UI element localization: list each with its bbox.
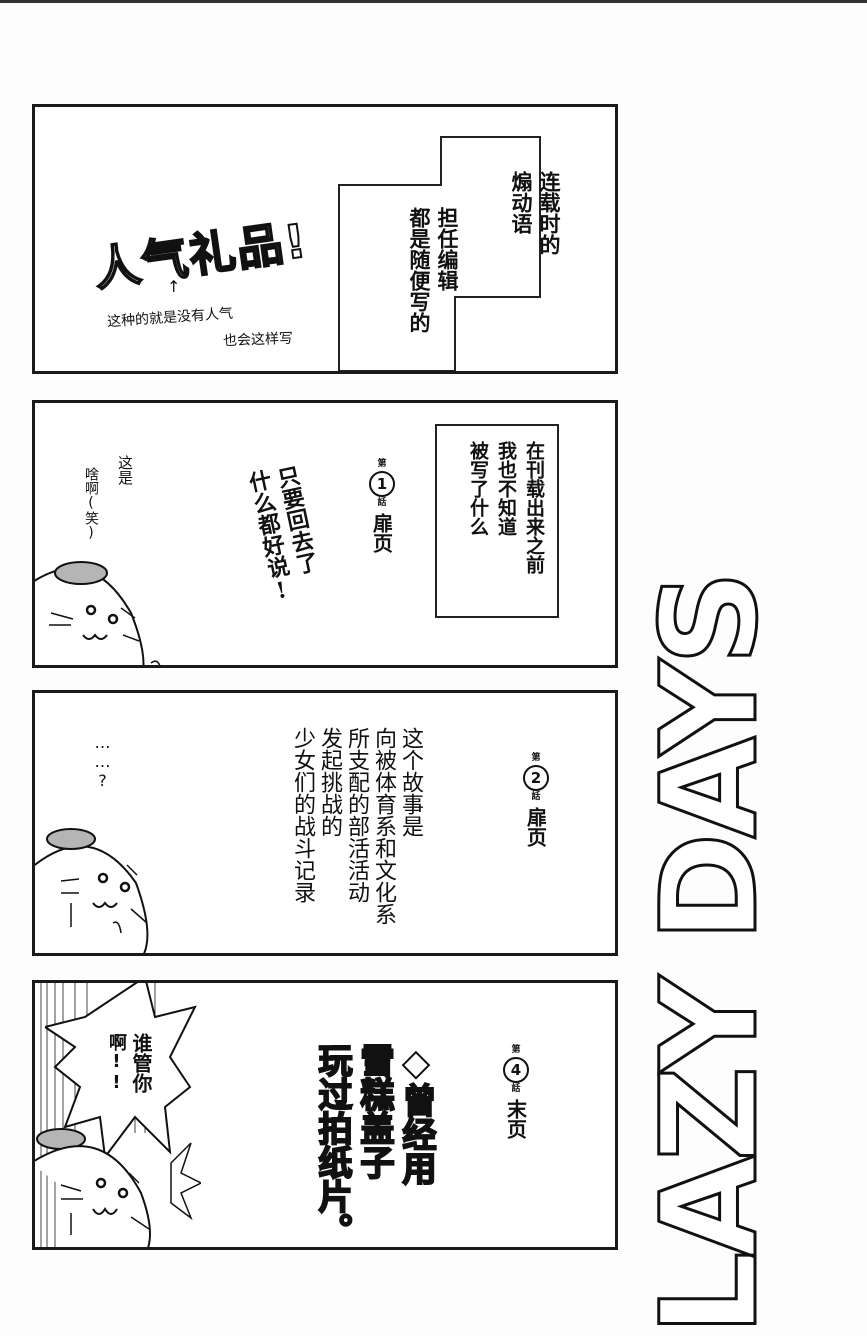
story-text-col-1: 这个故事是	[398, 727, 423, 837]
panel-3: 第 2 話 扉页 这个故事是 向被体育系和文化系 所支配的部活活动 发起挑战的 …	[32, 690, 618, 956]
chapter-prefix: 第	[511, 1045, 521, 1055]
panel-2: 在刊载出来之前 我也不知道 被写了什么 第 1 話 扉页 只要回去了 什么都好说…	[32, 400, 618, 668]
chapter-kind: 扉页	[523, 807, 548, 847]
caption-col-1: 在刊载出来之前	[523, 441, 545, 574]
chapter-4-label: 第 4 話 末页	[487, 1045, 545, 1139]
spiky-speech-bubble	[45, 983, 197, 1160]
big-title-popular-gift: 人气礼品!	[90, 212, 312, 297]
chapter-suffix: 話	[377, 498, 387, 508]
lazy-days-logo: LAZY DAYS	[632, 575, 789, 1336]
chapter-2-label: 第 2 話 扉页	[507, 753, 565, 847]
handwritten-note-line2: 也会这样写	[222, 330, 294, 350]
chapter-number-circle: 1	[369, 471, 395, 497]
chapter-suffix: 話	[511, 1084, 521, 1094]
chapter-kind: 末页	[503, 1099, 528, 1139]
chapter-number-circle: 4	[503, 1057, 529, 1083]
chapter-1-label: 第 1 話 扉页	[353, 459, 411, 553]
caption-col-2: 我也不知道	[495, 441, 517, 536]
caption-col-3: 被写了什么	[467, 441, 489, 536]
bubble-text-col-1: 谁管你	[129, 1033, 153, 1093]
chapter-kind: 扉页	[369, 513, 394, 553]
lazy-days-logo-text: LAZY DAYS	[632, 575, 789, 1336]
chapter-prefix: 第	[377, 459, 387, 469]
slogan-col-2: 雪糕盖子	[353, 1042, 395, 1180]
caption-col-2: 煽动语	[509, 171, 533, 234]
story-text-col-2: 向被体育系和文化系	[371, 727, 396, 925]
chapter-prefix: 第	[531, 753, 541, 763]
panel-1: 人气礼品! ↑ 这种的就是没有人气 也会这样写 连载时的 煽动语 担任编辑 都是…	[32, 104, 618, 374]
caption-col-4: 都是随便写的	[407, 207, 431, 333]
story-text-col-5: 少女们的战斗记录	[290, 727, 315, 903]
caption-col-1: 连载时的	[537, 171, 561, 255]
page-top-edge	[0, 0, 867, 3]
chapter-suffix: 話	[531, 792, 541, 802]
slogan-col-1: ◆曾经用	[395, 1042, 437, 1186]
seal-comment-col-2: 啥啊(笑)	[83, 467, 99, 541]
chapter-number-circle: 2	[523, 765, 549, 791]
story-text-col-3: 所支配的部活活动	[344, 727, 369, 903]
caption-box	[435, 424, 559, 618]
seal-mascot-drawing	[35, 828, 149, 953]
arrow-up-icon: ↑	[167, 277, 181, 296]
slogan-col-3: 玩过拍纸片。	[311, 1042, 353, 1247]
handwritten-note-line1: 这种的就是没有人气	[106, 305, 234, 331]
seal-mascot-drawing	[35, 561, 161, 665]
bubble-text-col-2: 啊!!	[106, 1033, 127, 1093]
seal-confused-text: ……?	[93, 733, 112, 790]
stepped-caption-box	[338, 136, 541, 371]
seal-mascot-drawing	[35, 1128, 201, 1247]
caption-col-3: 担任编辑	[435, 207, 459, 291]
story-text-col-4: 发起挑战的	[317, 727, 342, 837]
panel-4: 谁管你 啊!! ◆曾经用 雪糕盖子 玩过拍纸片。 第 4 話 末页	[32, 980, 618, 1250]
seal-comment-col-1: 这是	[116, 455, 134, 485]
